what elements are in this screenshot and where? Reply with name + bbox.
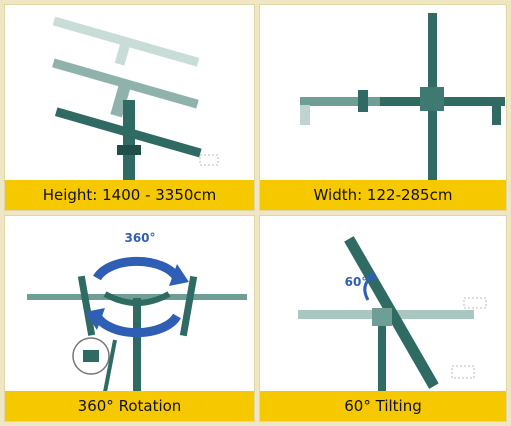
caption-tilting: 60° Tilting — [260, 391, 506, 421]
rotation-illustration-icon: 360° — [27, 231, 247, 393]
width-adjustment-illustration-icon — [300, 13, 505, 182]
caption-height: Height: 1400 - 3350cm — [5, 180, 254, 210]
panel-rotation: 360° 360° Rotation — [4, 215, 255, 422]
height-adjustment-illustration-icon — [52, 16, 219, 182]
caption-width: Width: 122-285cm — [260, 180, 506, 210]
tilt-badge: 60° — [345, 275, 368, 289]
panel-height: Height: 1400 - 3350cm — [4, 4, 255, 211]
panel-width: Width: 122-285cm — [259, 4, 507, 211]
panel-tilting: 60° 60° Tilting — [259, 215, 507, 422]
tilting-illustration-icon: 60° — [298, 236, 487, 393]
caption-rotation: 360° Rotation — [5, 391, 254, 421]
rotation-badge: 360° — [124, 231, 155, 245]
